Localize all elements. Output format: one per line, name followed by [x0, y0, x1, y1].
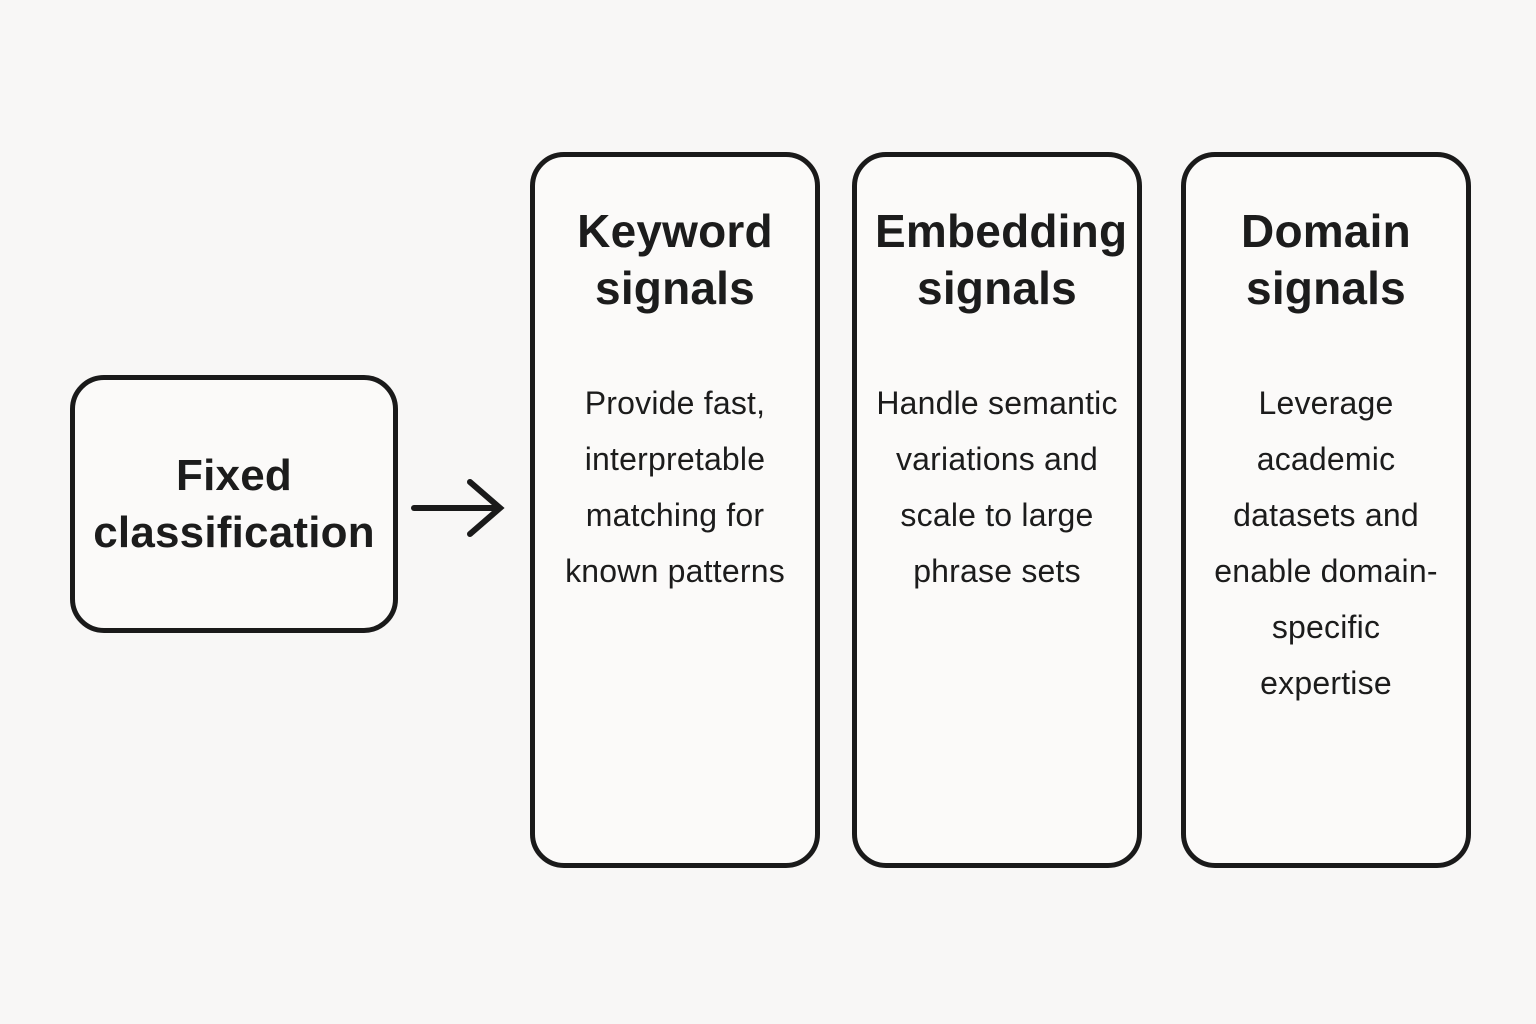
- domain-signals-card: Domain signals Leverage academic dataset…: [1181, 152, 1471, 868]
- embedding-signals-card: Embedding signals Handle semantic variat…: [852, 152, 1142, 868]
- fixed-classification-node: Fixed classification: [70, 375, 398, 633]
- keyword-signals-card: Keyword signals Provide fast, interpreta…: [530, 152, 820, 868]
- keyword-signals-description: Provide fast, interpretable matching for…: [565, 385, 785, 589]
- embedding-signals-title: Embedding signals: [875, 205, 1128, 314]
- right-arrow-icon: [408, 470, 508, 546]
- keyword-signals-title: Keyword signals: [577, 205, 773, 314]
- domain-signals-title: Domain signals: [1241, 205, 1411, 314]
- domain-signals-description: Leverage academic datasets and enable do…: [1214, 385, 1438, 701]
- fixed-classification-label: Fixed classification: [93, 451, 375, 557]
- embedding-signals-description: Handle semantic variations and scale to …: [876, 385, 1118, 589]
